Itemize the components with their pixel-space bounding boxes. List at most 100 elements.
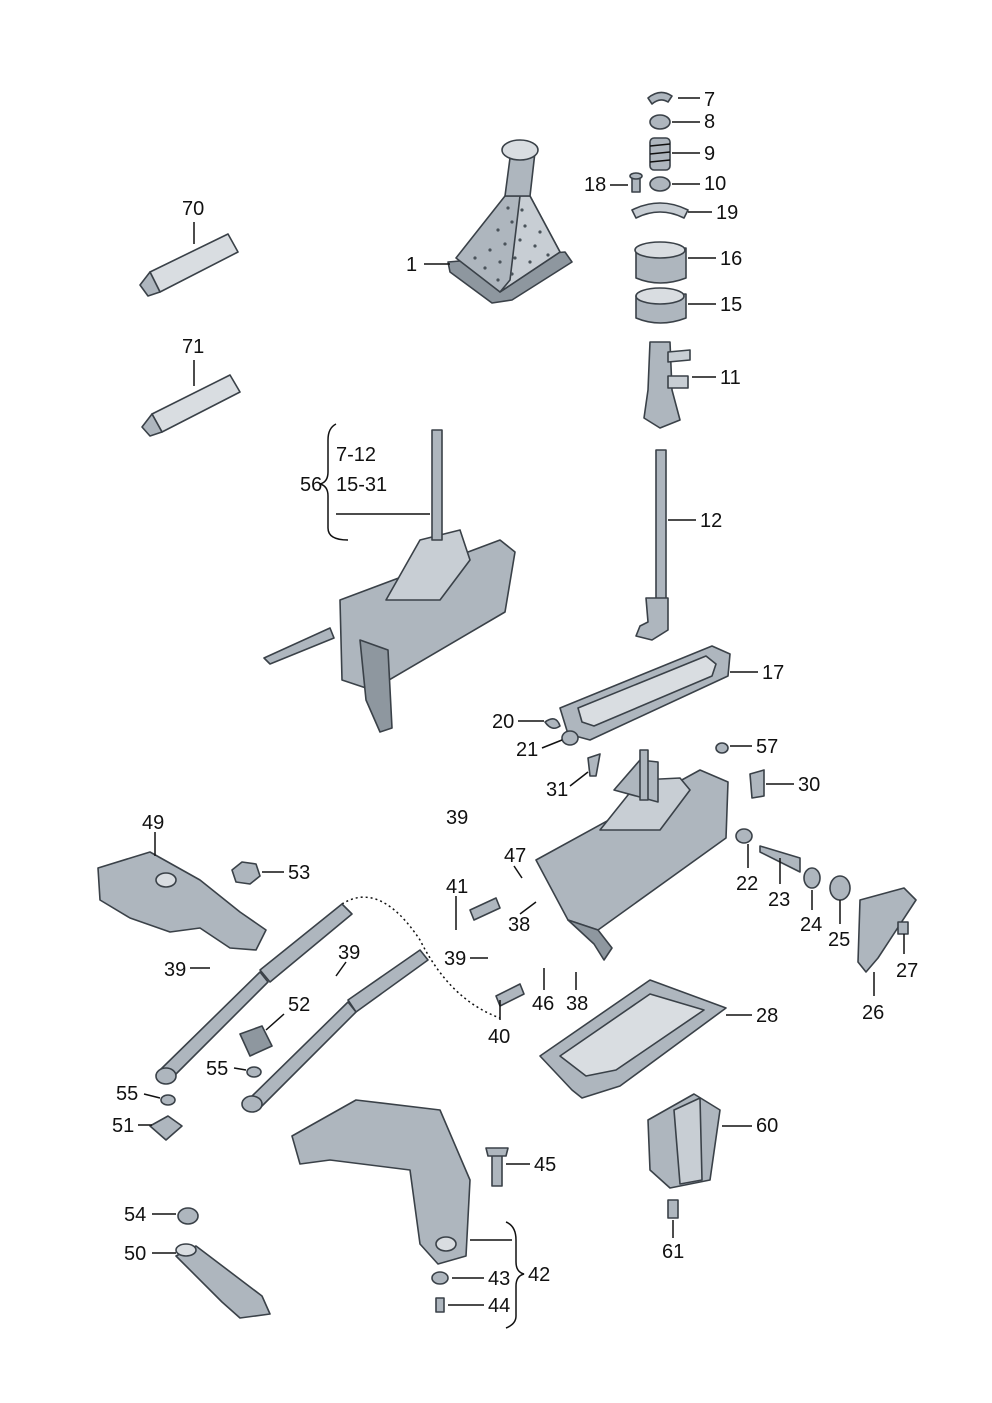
label-41: 41 bbox=[446, 876, 468, 930]
svg-text:53: 53 bbox=[288, 862, 310, 884]
shift-lever-stack bbox=[631, 91, 691, 429]
label-43: 43 bbox=[452, 1268, 510, 1290]
label-22: 22 bbox=[736, 844, 758, 895]
svg-text:52: 52 bbox=[288, 994, 310, 1016]
svg-text:57: 57 bbox=[756, 736, 778, 758]
label-39-d: 39 bbox=[444, 948, 488, 970]
svg-text:7: 7 bbox=[704, 89, 715, 111]
label-47: 47 bbox=[504, 845, 526, 879]
svg-text:22: 22 bbox=[736, 873, 758, 895]
screw-18 bbox=[629, 172, 643, 193]
label-19: 19 bbox=[688, 202, 738, 224]
svg-text:31: 31 bbox=[546, 779, 568, 801]
svg-text:47: 47 bbox=[504, 845, 526, 867]
svg-text:15: 15 bbox=[720, 294, 742, 316]
selector-housing-56 bbox=[263, 429, 516, 733]
svg-text:56: 56 bbox=[300, 474, 322, 496]
svg-text:54: 54 bbox=[124, 1204, 146, 1226]
label-45: 45 bbox=[506, 1154, 556, 1176]
label-52: 52 bbox=[265, 994, 310, 1031]
svg-text:26: 26 bbox=[862, 1002, 884, 1024]
svg-text:12: 12 bbox=[700, 510, 722, 532]
svg-text:39: 39 bbox=[164, 959, 186, 981]
svg-text:38: 38 bbox=[508, 914, 530, 936]
label-18: 18 bbox=[584, 174, 628, 196]
svg-text:46: 46 bbox=[532, 993, 554, 1015]
label-30: 30 bbox=[766, 774, 820, 796]
shift-shaft-12 bbox=[635, 449, 669, 641]
label-49: 49 bbox=[142, 812, 164, 856]
label-53: 53 bbox=[262, 862, 310, 884]
svg-text:7-12: 7-12 bbox=[336, 444, 376, 466]
label-55-a: 55 bbox=[116, 1083, 161, 1105]
svg-text:27: 27 bbox=[896, 960, 918, 982]
nut-53 bbox=[231, 861, 261, 885]
label-61: 61 bbox=[662, 1220, 684, 1263]
svg-text:40: 40 bbox=[488, 1026, 510, 1048]
label-51: 51 bbox=[112, 1115, 152, 1137]
svg-text:61: 61 bbox=[662, 1241, 684, 1263]
bush-43-44 bbox=[431, 1271, 449, 1313]
label-55-b: 55 bbox=[206, 1058, 247, 1080]
label-7: 7 bbox=[678, 89, 715, 111]
svg-text:50: 50 bbox=[124, 1243, 146, 1265]
svg-text:10: 10 bbox=[704, 173, 726, 195]
svg-text:38: 38 bbox=[566, 993, 588, 1015]
svg-text:11: 11 bbox=[720, 367, 741, 389]
svg-text:28: 28 bbox=[756, 1005, 778, 1027]
label-57: 57 bbox=[730, 736, 778, 758]
svg-text:20: 20 bbox=[492, 711, 514, 733]
svg-text:49: 49 bbox=[142, 812, 164, 834]
svg-text:8: 8 bbox=[704, 111, 715, 133]
svg-text:21: 21 bbox=[516, 739, 538, 761]
label-70: 70 bbox=[182, 198, 204, 244]
label-20: 20 bbox=[492, 711, 544, 733]
label-44: 44 bbox=[448, 1295, 510, 1317]
small-parts-52-55-51 bbox=[149, 1025, 273, 1141]
label-38-b: 38 bbox=[566, 972, 588, 1015]
label-39-a: 39 bbox=[446, 807, 468, 829]
label-25: 25 bbox=[828, 900, 850, 951]
svg-text:39: 39 bbox=[338, 942, 360, 964]
bolt-45 bbox=[485, 1147, 509, 1187]
label-39-b: 39 bbox=[335, 942, 360, 977]
bolt-61 bbox=[667, 1199, 679, 1219]
label-42: 42 bbox=[470, 1221, 550, 1329]
svg-text:42: 42 bbox=[528, 1264, 550, 1286]
label-8: 8 bbox=[672, 111, 715, 133]
gasket-17 bbox=[559, 645, 731, 741]
label-23: 23 bbox=[768, 858, 790, 911]
svg-text:55: 55 bbox=[206, 1058, 228, 1080]
svg-text:44: 44 bbox=[488, 1295, 510, 1317]
svg-text:39: 39 bbox=[444, 948, 466, 970]
label-10: 10 bbox=[672, 173, 726, 195]
grease-tube-70 bbox=[139, 233, 239, 297]
label-40: 40 bbox=[488, 1000, 510, 1048]
tray-28 bbox=[539, 979, 727, 1099]
svg-text:25: 25 bbox=[828, 929, 850, 951]
label-38-a: 38 bbox=[508, 901, 537, 936]
pivot-parts-22-27 bbox=[735, 828, 917, 973]
svg-text:41: 41 bbox=[446, 876, 468, 898]
svg-text:51: 51 bbox=[112, 1115, 134, 1137]
svg-text:70: 70 bbox=[182, 198, 204, 220]
svg-text:30: 30 bbox=[798, 774, 820, 796]
label-39-c: 39 bbox=[164, 959, 210, 981]
svg-text:45: 45 bbox=[534, 1154, 556, 1176]
grease-tube-71 bbox=[141, 374, 241, 437]
svg-text:18: 18 bbox=[584, 174, 606, 196]
label-31: 31 bbox=[546, 771, 589, 801]
svg-text:60: 60 bbox=[756, 1115, 778, 1137]
svg-text:1: 1 bbox=[406, 254, 417, 276]
label-17: 17 bbox=[730, 662, 784, 684]
label-21: 21 bbox=[516, 739, 563, 761]
lever-50 bbox=[175, 1207, 271, 1319]
svg-text:39: 39 bbox=[446, 807, 468, 829]
svg-text:43: 43 bbox=[488, 1268, 510, 1290]
label-12: 12 bbox=[668, 510, 722, 532]
gear-knob-boot bbox=[447, 139, 573, 304]
label-27: 27 bbox=[896, 934, 918, 982]
svg-text:16: 16 bbox=[720, 248, 742, 270]
label-71: 71 bbox=[182, 336, 204, 386]
